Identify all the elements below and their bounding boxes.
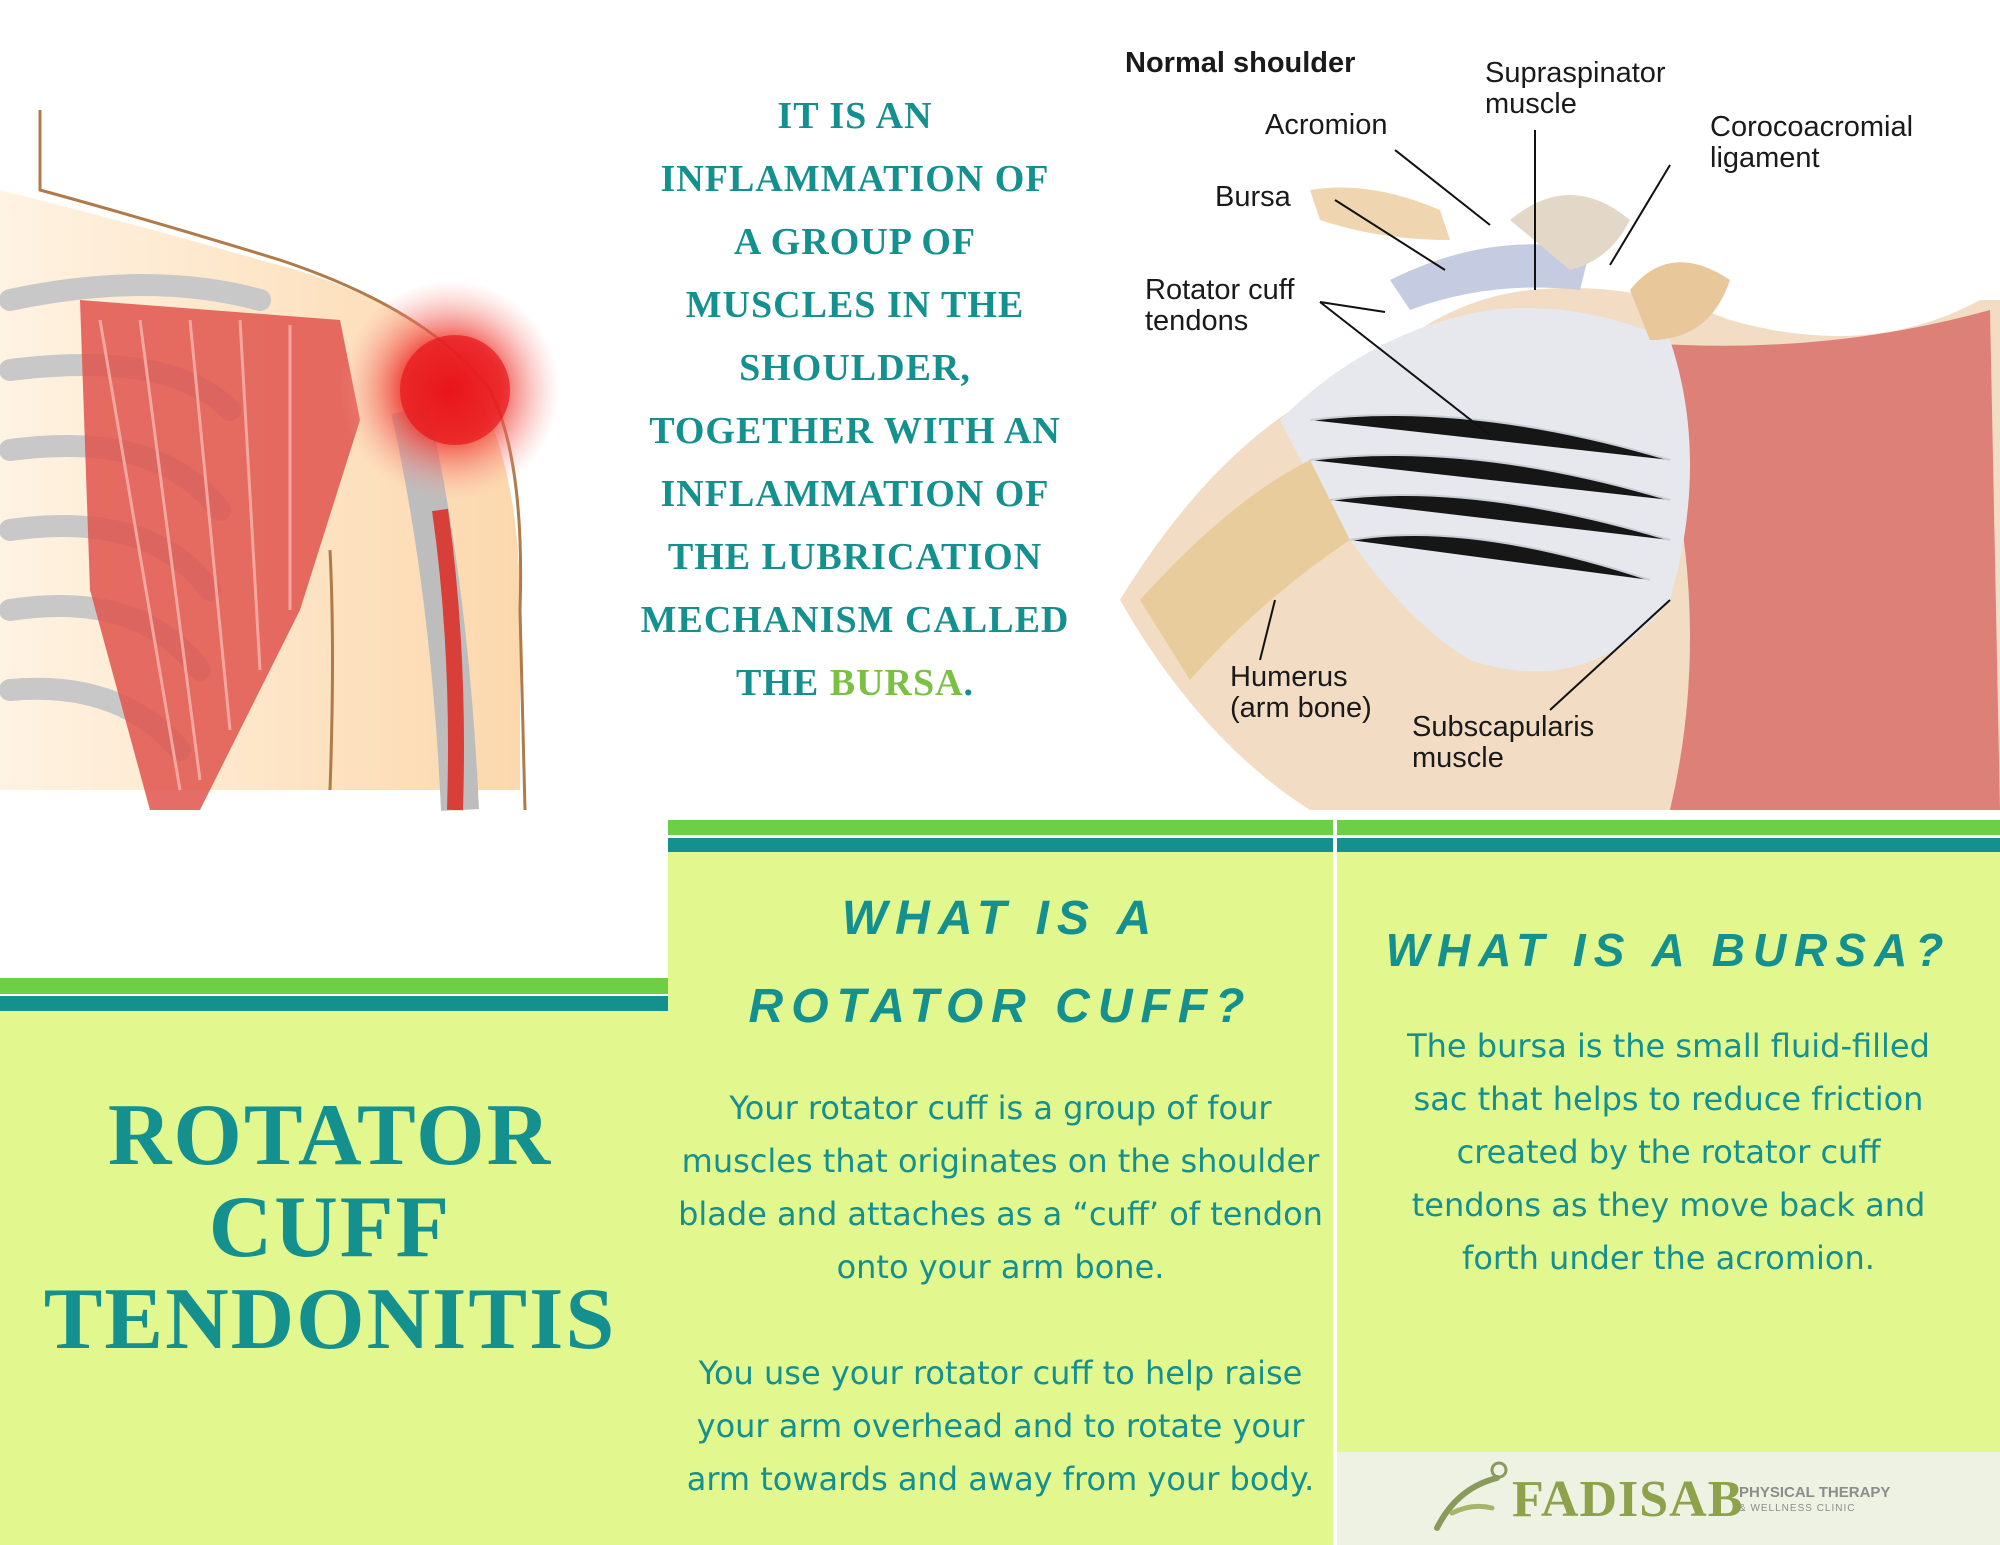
- logo-tagline-1: PHYSICAL THERAPY: [1739, 1484, 1891, 1501]
- logo-tagline-2: & WELLNESS CLINIC: [1739, 1503, 1856, 1514]
- intro-line: inflammation of: [660, 473, 1050, 515]
- intro-line: It is an: [777, 95, 933, 137]
- intro-line: the lubrication: [667, 536, 1043, 578]
- middle-stripe-teal: [668, 838, 1333, 852]
- bursa-text-line: The bursa is the small fluid-filled: [1407, 1027, 1930, 1065]
- bursa-text-line: forth under the acromion.: [1462, 1239, 1875, 1277]
- label-corocoacromial-line: Corocoacromial: [1710, 111, 1914, 143]
- label-supraspinator: Supraspinator muscle: [1485, 58, 1666, 120]
- bursa-text-line: sac that helps to reduce friction: [1413, 1080, 1924, 1118]
- label-rotator-line: tendons: [1145, 305, 1249, 337]
- label-humerus-line: Humerus: [1230, 661, 1348, 693]
- left-stripe-green: [0, 978, 668, 994]
- logo-name: FADISAB: [1512, 1471, 1744, 1528]
- bursa-heading: WHAT IS A BURSA?: [1385, 924, 1952, 976]
- rotator-cuff-heading: WHAT IS A ROTATOR CUFF?: [668, 875, 1333, 1051]
- label-supraspinator-line: muscle: [1485, 88, 1577, 120]
- label-subscapularis: Subscapularis muscle: [1412, 712, 1594, 774]
- main-title: ROTATOR CUFF TENDONITIS: [20, 1090, 640, 1366]
- rotator-cuff-panel: [668, 852, 1333, 1545]
- rotator-heading-line: ROTATOR CUFF?: [748, 980, 1253, 1033]
- right-stripe-green: [1337, 820, 2000, 835]
- rotator-text-line: your arm overhead and to rotate your: [696, 1407, 1305, 1445]
- left-stripe-teal: [0, 996, 668, 1011]
- label-corocoacromial: Corocoacromial ligament: [1710, 112, 1913, 174]
- rotator-text-line: arm towards and away from your body.: [686, 1460, 1315, 1498]
- rotator-cuff-text: Your rotator cuff is a group of four mus…: [668, 1082, 1333, 1506]
- label-humerus: Humerus (arm bone): [1230, 662, 1372, 724]
- middle-stripe-green: [668, 820, 1333, 835]
- rotator-text-line: blade and attaches as a “cuff’ of tendon: [678, 1195, 1323, 1233]
- intro-line: shoulder,: [739, 347, 971, 389]
- label-acromion: Acromion: [1265, 109, 1388, 141]
- intro-line: mechanism called: [640, 599, 1070, 641]
- rotator-text-line: Your rotator cuff is a group of four: [729, 1089, 1272, 1127]
- clinic-logo: FADISAB PHYSICAL THERAPY & WELLNESS CLIN…: [1337, 1452, 2000, 1545]
- bursa-text-line: created by the rotator cuff: [1456, 1133, 1881, 1171]
- intro-line: muscles in the: [685, 284, 1025, 326]
- label-subscap-line: Subscapularis: [1412, 711, 1595, 743]
- shoulder-anatomy-diagram: Normal shoulder Acromion Supraspinator m…: [1110, 40, 2000, 810]
- label-corocoacromial-line: ligament: [1710, 142, 1820, 174]
- intro-line: a group of: [733, 221, 977, 263]
- bursa-text: The bursa is the small fluid-filled sac …: [1337, 1020, 2000, 1285]
- right-stripe-teal: [1337, 838, 2000, 852]
- paragraph-gap: [668, 1294, 1333, 1347]
- intro-last-prefix: the: [735, 662, 830, 704]
- label-subscap-line: muscle: [1412, 742, 1504, 774]
- intro-line: together with an: [649, 410, 1061, 452]
- rotator-text-line: muscles that originates on the shoulder: [681, 1142, 1320, 1180]
- rotator-text-line: onto your arm bone.: [836, 1248, 1165, 1286]
- main-title-line: ROTATOR: [107, 1087, 553, 1184]
- bursa-highlight: bursa: [829, 662, 964, 704]
- bursa-text-line: tendons as they move back and: [1411, 1186, 1926, 1224]
- intro-line: inflammation of: [660, 158, 1050, 200]
- label-supraspinator-line: Supraspinator: [1485, 57, 1666, 89]
- intro-last-line: the bursa.: [620, 652, 1090, 715]
- label-humerus-line: (arm bone): [1230, 692, 1372, 724]
- shoulder-pain-illustration: [0, 90, 620, 850]
- main-title-line: CUFF: [208, 1179, 452, 1276]
- intro-last-suffix: .: [963, 662, 975, 704]
- label-bursa: Bursa: [1215, 181, 1291, 213]
- label-rotator-cuff-tendons: Rotator cuff tendons: [1145, 275, 1294, 337]
- title-panel: [0, 1011, 668, 1545]
- diagram-title: Normal shoulder: [1125, 47, 1356, 79]
- intro-text: It is an inflammation of a group of musc…: [620, 85, 1090, 715]
- bursa-panel: [1337, 852, 2000, 1545]
- rotator-heading-line: WHAT IS A: [841, 892, 1160, 945]
- runner-icon: [1434, 1461, 1508, 1531]
- label-rotator-line: Rotator cuff: [1145, 274, 1295, 306]
- rotator-text-line: You use your rotator cuff to help raise: [698, 1354, 1303, 1392]
- main-title-line: TENDONITIS: [43, 1271, 617, 1368]
